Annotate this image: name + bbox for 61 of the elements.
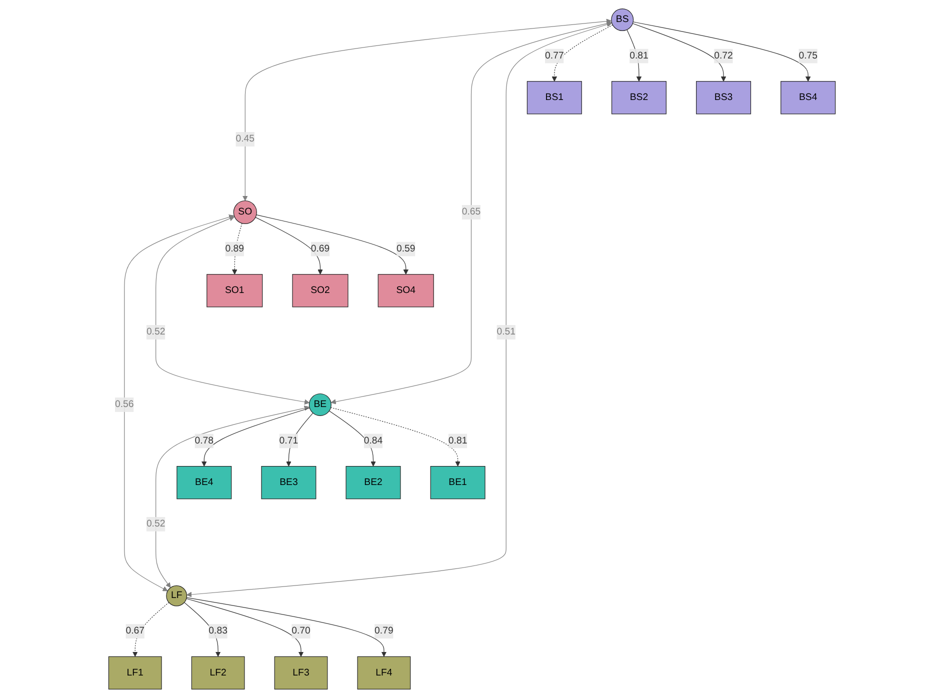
node-box: LF3 <box>274 656 328 689</box>
arrow <box>632 21 811 82</box>
arrow <box>286 412 314 466</box>
node-box: LF1 <box>108 656 162 689</box>
node-box: BE2 <box>346 466 401 499</box>
node-circle: LF <box>166 584 188 606</box>
arrow <box>124 214 234 591</box>
edge-label: 0.59 <box>396 243 416 254</box>
node-box: SO2 <box>292 274 348 307</box>
arrow <box>186 596 387 656</box>
edge-label: 0.51 <box>496 326 516 337</box>
node-box: SO1 <box>206 274 263 307</box>
arrow <box>186 598 304 656</box>
edge-label: 0.56 <box>115 398 134 410</box>
node-circle: BE <box>308 392 332 416</box>
arrow <box>232 222 242 274</box>
node-box: LF2 <box>191 656 245 689</box>
arrow <box>330 406 460 466</box>
arrow <box>156 216 310 404</box>
edge-label: 0.52 <box>146 326 166 337</box>
edge-label: 0.72 <box>714 50 733 60</box>
arrow <box>626 28 642 82</box>
edge-label: 0.79 <box>374 625 394 636</box>
edge-label: 0.89 <box>225 243 244 254</box>
edge-label: 0.52 <box>146 518 166 529</box>
edge-label: 0.77 <box>545 50 564 60</box>
node-box: BS2 <box>611 80 666 114</box>
edge-label: 0.70 <box>292 625 310 636</box>
node-box: SO4 <box>378 274 434 307</box>
edge-label: 0.81 <box>630 50 648 60</box>
node-box: BS3 <box>696 80 752 114</box>
arrow <box>328 410 376 466</box>
arrow <box>632 22 726 82</box>
node-box: BS4 <box>780 80 836 114</box>
arrow <box>201 407 310 466</box>
edge-label: 0.71 <box>279 435 298 446</box>
arrow <box>552 24 613 82</box>
arrow <box>255 216 323 274</box>
node-box: LF4 <box>357 656 411 689</box>
edge-label: 0.83 <box>208 625 228 636</box>
arrow <box>186 22 612 597</box>
edge-label: 0.69 <box>310 243 330 254</box>
edge-label: 0.78 <box>194 435 214 446</box>
edge-label: 0.45 <box>236 133 255 144</box>
arrow <box>256 214 409 274</box>
arrow <box>242 18 612 200</box>
node-box: BS1 <box>526 80 582 114</box>
node-circle: SO <box>233 200 257 224</box>
node-box: BE4 <box>176 466 232 499</box>
arrow <box>330 20 612 404</box>
edge-label: 0.75 <box>798 50 818 60</box>
node-box: BE3 <box>261 466 316 499</box>
arrow <box>184 602 221 656</box>
edge-label: 0.84 <box>364 435 383 446</box>
edge-label: 0.67 <box>126 625 144 636</box>
edge-label: 0.81 <box>448 435 468 446</box>
arrow <box>132 602 170 656</box>
node-circle: BS <box>611 8 634 31</box>
arrow <box>156 405 310 588</box>
node-box: BE1 <box>430 466 486 499</box>
edge-label: 0.65 <box>462 206 481 217</box>
